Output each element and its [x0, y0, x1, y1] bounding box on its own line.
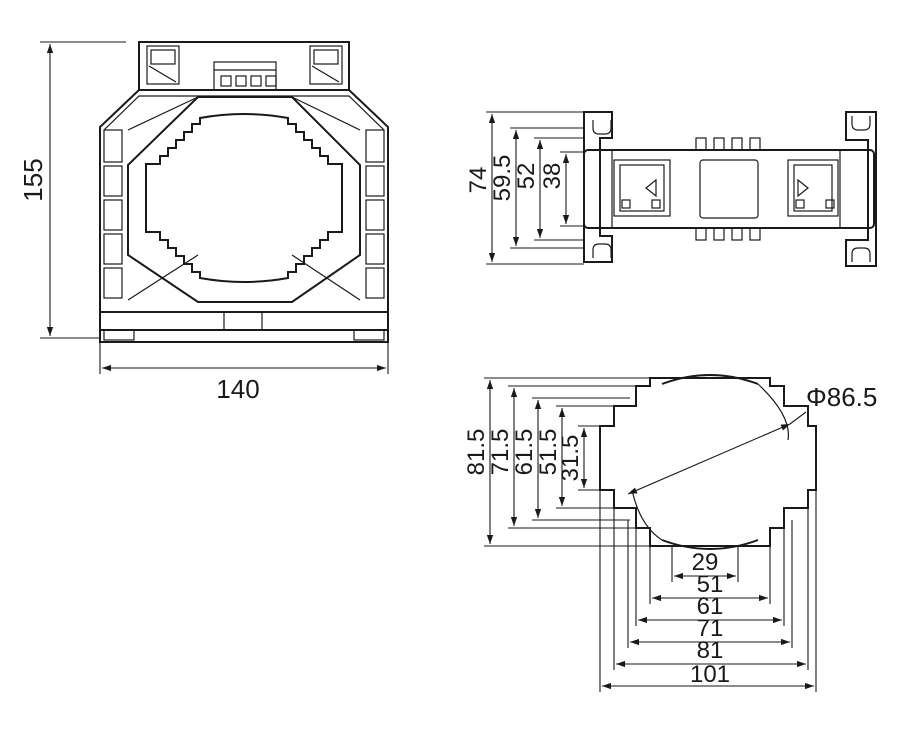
window-horizontal-dims: 29 51 61 71 81 101: [599, 490, 817, 692]
vdim-61-5: 61.5: [511, 429, 538, 476]
side-dim-74: 74: [465, 167, 492, 194]
right-mounting-foot: [845, 111, 877, 267]
side-dim-52: 52: [513, 163, 540, 190]
side-body: [583, 137, 875, 241]
vdim-31-5: 31.5: [557, 435, 584, 482]
window-vertical-dims: 81.5 71.5 61.5 51.5 31.5: [463, 377, 650, 547]
left-mounting-foot: [583, 111, 613, 263]
side-dim-59-5: 59.5: [489, 155, 516, 202]
terminal-block: [138, 41, 350, 91]
front-body: [99, 89, 389, 343]
hdim-51: 51: [697, 571, 724, 598]
front-view: 155 140: [18, 41, 389, 404]
hdim-61: 61: [697, 593, 724, 620]
hdim-71: 71: [697, 615, 724, 642]
hdim-29: 29: [692, 549, 719, 576]
vdim-71-5: 71.5: [487, 429, 514, 476]
side-view: 74 59.5 52 38: [465, 111, 877, 267]
dim-height: 155: [18, 41, 126, 339]
window-outline: [599, 377, 817, 547]
window-view: Φ86.5 81.5 71.5 61.5 51.5 31.5: [463, 374, 877, 692]
hdim-81: 81: [697, 637, 724, 664]
vdim-81-5: 81.5: [463, 429, 490, 476]
height-label: 155: [18, 158, 48, 201]
dim-width: 140: [99, 342, 389, 404]
diameter-label: Φ86.5: [806, 382, 877, 412]
side-dimensions: 74 59.5 52 38: [465, 111, 584, 265]
vdim-51-5: 51.5: [535, 429, 562, 476]
hdim-101: 101: [690, 661, 730, 688]
width-label: 140: [216, 374, 259, 404]
front-window: [145, 113, 343, 283]
window-circle: [661, 374, 759, 385]
side-dim-38: 38: [539, 163, 566, 190]
